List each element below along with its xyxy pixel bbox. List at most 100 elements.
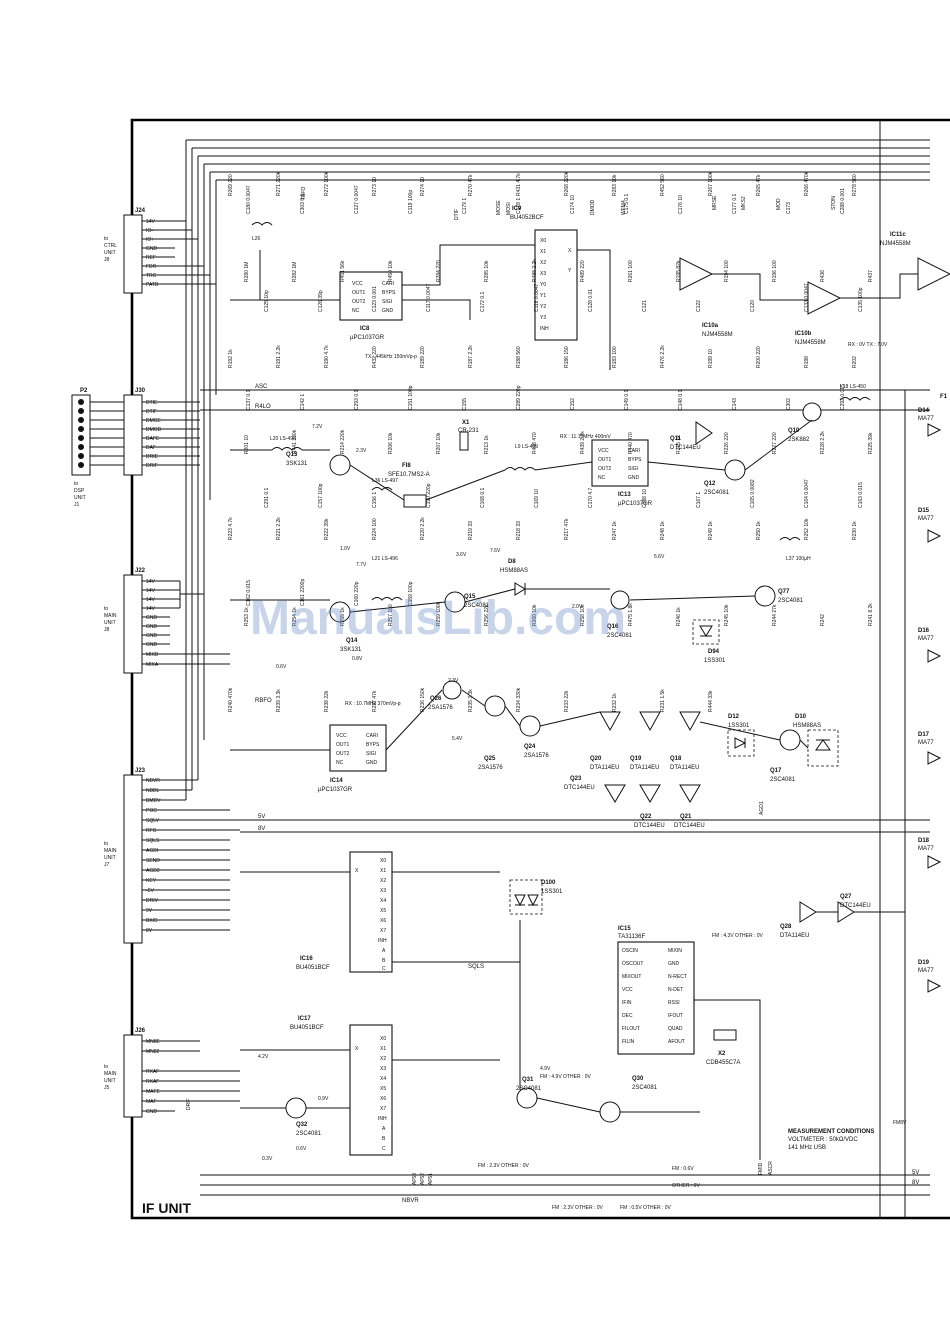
ic-pin-label: A [382,948,386,954]
part-ref: FI8 [402,463,411,469]
resistor-label: R254 1k [292,607,298,626]
capacitor-label: C121 [642,300,648,312]
pin-label: DMOD [146,427,162,433]
part-ref: Q23 [570,776,582,782]
part-number: 2SC4081 [704,490,730,496]
resistor-label: R440 470 [628,432,634,454]
connector-id: J22 [135,568,146,574]
diode-d15: D15 MA77 [918,508,934,522]
connector-j26: J26 MN8E MN82 RXAF RXAF MAFE MAF GND to … [104,1028,240,1118]
ic-pin-label: OSCIN [622,948,638,954]
part-ref: D10 [795,714,807,720]
ic-ref: IC15 [618,926,631,932]
ic-pin-label: OUT1 [336,742,350,748]
resistor-label: R283 10k [612,174,618,196]
ic-pin-label: OUT2 [352,299,366,305]
ic-body [349,1024,393,1156]
crystal-x1: X1 CR-231 [458,420,479,451]
ic-pin-label: INH [540,326,549,332]
caption-line: UNIT [104,250,116,256]
note-tx-level: TX : 445kHz 150mVp-p [365,354,417,360]
caption-line: CTRL [104,243,117,249]
ic15: IC15 TA31136F OSCIN OSCOUT MIXOUT VCC IF… [617,926,695,1055]
connector-id: P2 [80,388,88,394]
voltage-label: 0.6V [276,664,287,670]
ic-pin-label: X4 [380,1076,386,1082]
part-ref: Q17 [770,768,782,774]
capacitor-label: C117 0.0047 [426,284,432,312]
net-mose: MOSE [496,200,502,215]
ic-pin-label: X6 [380,1096,386,1102]
resistor-label: R246 1k [676,607,682,626]
connector-j24: J24 14V IO- IO+ GND REF FDR TRC PATB to … [104,208,216,294]
ic-pin-label: AFOUT [668,1039,685,1045]
resistor-label: R273 10 [372,177,378,196]
net-fmid: FMID [758,1162,764,1175]
ic-pin-label: X7 [380,928,386,934]
ic-part: BU4052BCF [510,215,544,221]
voltage-label: 0.8V [352,656,363,662]
resistor-label: R192 1k [228,349,234,368]
pin-label: KEY [146,878,157,884]
caption-line: MAIN [104,613,117,619]
part-ref: D19 [918,960,930,966]
resistor-label: R280 1M [244,262,250,282]
resistor-label: R217 47k [564,518,570,540]
pin-label: NBVR [146,778,160,784]
pin-label: DMCE [146,418,161,424]
resistor-label: R261 100 [628,260,634,282]
pin-label: GND [146,633,158,639]
pin-label: AGDI [146,848,158,854]
capacitor-label: C148 0.1 [678,389,684,410]
ic-part: µPC1037GR [618,501,653,507]
caption-line: MAIN [104,1071,117,1077]
capacitor-label: C142 1 [300,394,306,410]
part-number: 2SC4081 [516,1086,542,1092]
ic-body [591,439,649,487]
resistor-label: R488 2.2k [532,259,538,282]
pin-label: MAFE [146,1089,161,1095]
ic-pin-label: B [382,958,386,964]
resistor-label: R190 4.7k [324,345,330,368]
pin-label: DRIE [146,454,159,460]
part-number: MA77 [918,416,934,422]
resistor-label: R183 100 [612,346,618,368]
ic-pin-label: X [355,1046,359,1052]
ic-pin-label: IFIN [622,1000,632,1006]
pin-label: MAF [146,1099,157,1105]
capacitor-label: C123 0.001 [372,286,378,312]
resistor-label: R244 27k [772,604,778,626]
ic-pin-label: CARI [628,448,640,454]
ic8: VCC OUT1 OUT2 NC CARI BYPS SIGI GND IC8 … [339,271,417,360]
ic-pin-label: OUT2 [336,751,350,757]
ic-pin-label: X6 [380,918,386,924]
ic-pin-label: C [382,966,386,972]
ic-pin-label: X0 [540,238,546,244]
net-asc: ASC [255,384,268,390]
voltage-label: 7.7V [356,562,367,568]
pin-label: TRC [146,273,157,279]
transistor-q26: Q26 2SA1576 [428,680,462,711]
pin-label: DAF [146,445,156,451]
note-fm: FM : 2.3V OTHER : 0V [552,1205,604,1211]
ic-pin-label: SIGI [628,466,638,472]
capacitor-label: C293 0.1 [354,389,360,410]
part-number: SFE10.7MS2-A [388,472,430,478]
part-number: 1SS301 [704,658,726,664]
resistor-label: R269 220 [228,174,234,196]
voltage-label: 0.3V [262,1156,273,1162]
caption-line: to [74,481,78,487]
pin-labels: MN8E MN82 RXAF RXAF MAFE MAF GND [146,1039,161,1115]
ic-pin-label: DEC [622,1013,633,1019]
pin-label: DTIE [146,400,158,406]
voltage-label: 3.6V [456,552,467,558]
ic9: IC9 BU4052BCF X0 X1 X2 X3 Y0 Y1 Y2 Y3 IN… [510,206,578,341]
resistor-label: R252 10k [804,518,810,540]
resistor-label: R278 560 [852,174,858,196]
ic-pin-label: X0 [380,1036,386,1042]
connector-id: J24 [135,208,146,214]
resistor-label: R186 150 [564,346,570,368]
ic-pin-label: MIXOUT [622,974,641,980]
resistor-label: R206 10k [388,432,394,454]
pin-label: 14V [146,597,156,603]
